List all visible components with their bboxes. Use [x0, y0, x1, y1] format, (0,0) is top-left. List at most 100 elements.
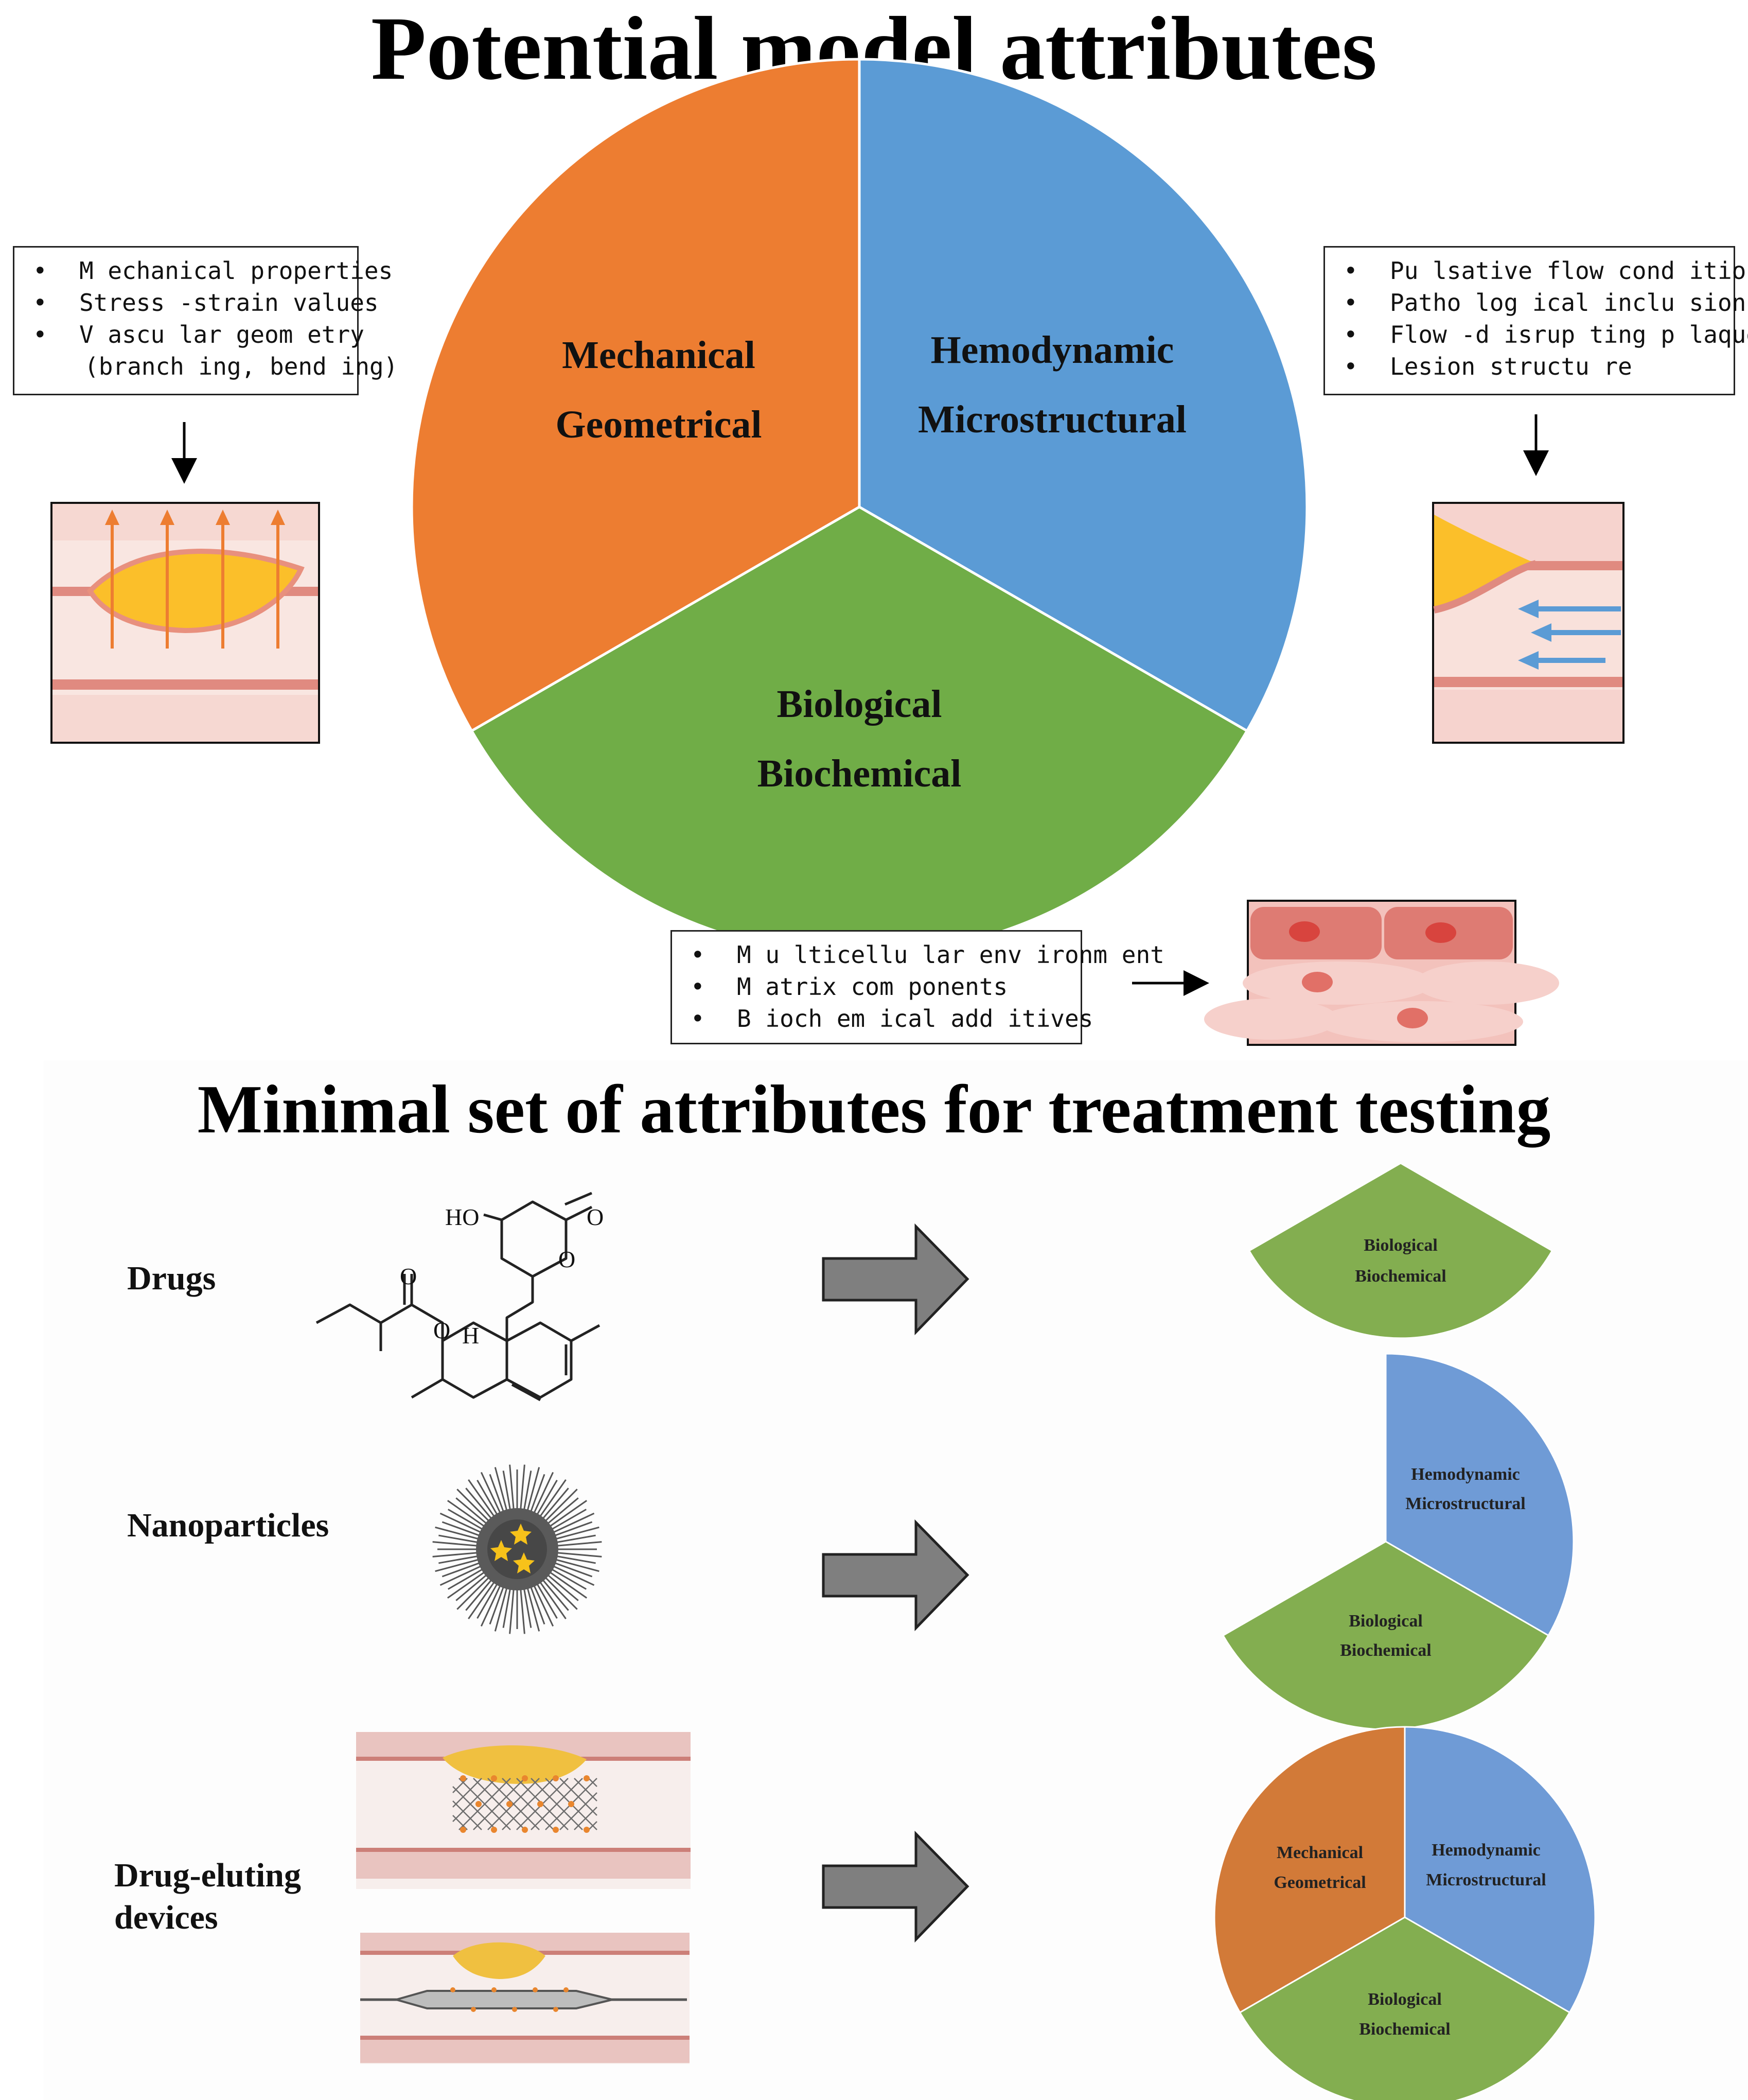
atom-o-ester: O: [433, 1317, 450, 1343]
nanoparticle-spike: [519, 1464, 525, 1514]
nanoparticle-spike: [502, 1584, 512, 1628]
nanoparticle-spike: [548, 1566, 587, 1590]
small-pie-nano-hemodynamic-label: Hemodynamic: [1411, 1465, 1520, 1484]
small-pie-drugs: Biological Biochemical: [1248, 1162, 1553, 1339]
small-pie-devices: Mechanical Geometrical Hemodynamic Micro…: [1213, 1726, 1596, 2100]
illustration-cells: [1204, 900, 1559, 1046]
drug-coating-dot: [553, 1827, 559, 1833]
bullet-stress-strain: Stress -strain values: [28, 287, 379, 319]
nanoparticle-spike: [537, 1479, 567, 1520]
nanoparticle-illustration: [432, 1464, 602, 1634]
nanoparticle-spike: [534, 1480, 558, 1519]
nanoparticle-spike: [546, 1500, 588, 1530]
bullet-lesion-structure: Lesion structu re: [1338, 351, 1720, 382]
bullet-pulsative-flow: Pu lsative flow cond itions: [1338, 255, 1748, 287]
arrow-devices: [822, 1830, 969, 1943]
small-pie-drugs-biological: [1248, 1162, 1553, 1339]
nanoparticle-spike: [435, 1526, 483, 1541]
drug-coating-dot: [553, 1775, 559, 1781]
small-pie-drugs-biochemical-label: Biochemical: [1355, 1267, 1446, 1286]
stent-illustration: [356, 1732, 691, 1889]
nanoparticle-spike: [553, 1551, 602, 1557]
pie-label-geometrical: Geometrical: [556, 403, 762, 446]
bullet-vascular-geometry-detail: (branch ing, bend ing): [84, 353, 398, 380]
balloon-catheter-illustration: [360, 1933, 690, 2064]
nanoparticle-spike: [494, 1584, 509, 1632]
nanoparticle-spike: [509, 1585, 515, 1634]
drug-coating-dot: [506, 1801, 513, 1807]
nanoparticle-spike: [552, 1557, 599, 1572]
pie-label-microstructural: Microstructural: [918, 398, 1187, 441]
drug-coating-dot: [584, 1775, 590, 1781]
nanoparticle-spike: [438, 1554, 482, 1564]
nanoparticle-spike: [542, 1489, 578, 1525]
pie-segment-hemodynamic: [858, 58, 1309, 733]
box-biological-attributes: M u lticellu lar env ironm ent M atrix c…: [670, 930, 1164, 1044]
nanoparticle-spike: [522, 1584, 532, 1628]
nanoparticle-spike: [432, 1551, 482, 1557]
drug-coating-dot: [460, 1775, 466, 1781]
small-pie-devices-hemodynamic: [1404, 1726, 1596, 2014]
bullet-mechanical-properties: M echanical properties: [28, 255, 393, 287]
small-pie-nano-biochemical-label: Biochemical: [1340, 1641, 1432, 1660]
arrow-drugs: [822, 1223, 969, 1336]
pie-label-hemodynamic: Hemodynamic: [931, 328, 1174, 372]
bullet-biochemical-additives: B ioch em ical add itives: [685, 1003, 1093, 1035]
nanoparticle-spike: [509, 1464, 515, 1514]
nanoparticle-spike: [432, 1541, 482, 1547]
drug-coating-dot: [475, 1801, 482, 1807]
drug-coating-dot: [491, 1827, 497, 1833]
drug-coating-dot: [537, 1801, 543, 1807]
nanoparticle-spike: [502, 1471, 512, 1514]
nanoparticle-spike: [442, 1561, 484, 1578]
bullet-vascular-geometry: V ascu lar geom etry: [28, 319, 364, 351]
small-pie-drugs-biological-label: Biological: [1364, 1236, 1438, 1255]
atom-ho: HO: [445, 1204, 479, 1230]
nanoparticle-spike: [552, 1534, 596, 1544]
small-pie-devices-mechanical: [1213, 1726, 1406, 2014]
nanoparticle-spike: [552, 1554, 596, 1564]
small-pie-nanoparticles-hemodynamic: [1385, 1353, 1575, 1637]
nanoparticle-spike: [522, 1471, 532, 1514]
nanoparticle-spike: [447, 1569, 488, 1599]
bullet-multicellular: M u lticellu lar env ironm ent: [685, 939, 1164, 971]
small-pie-dev-microstructural-label: Microstructural: [1426, 1870, 1546, 1889]
atom-o-ester-carbonyl: O: [400, 1263, 417, 1289]
nanoparticle-spike: [542, 1574, 578, 1610]
nanoparticle-spike: [448, 1509, 487, 1532]
nanoparticle-spike: [528, 1583, 545, 1625]
top-diagram: Mechanical Geometrical Hemodynamic Micro…: [50, 58, 1625, 1046]
nanoparticle-spike: [528, 1474, 545, 1516]
atom-h: H: [462, 1322, 479, 1349]
nanoparticle-spike: [532, 1581, 554, 1627]
nanoparticle-spike: [438, 1534, 482, 1544]
pie-segment-mechanical: [410, 58, 861, 733]
bullet-flow-disrupting-plaque: Flow -d isrup ting p laque: [1338, 319, 1748, 351]
nanoparticle-spike: [532, 1472, 554, 1517]
nanoparticle-spike: [525, 1467, 540, 1515]
drug-coating-dot: [460, 1827, 466, 1833]
nanoparticle-spike: [551, 1561, 593, 1578]
nanoparticle-spike: [448, 1566, 487, 1590]
row-label-drugs: Drugs: [127, 1259, 216, 1297]
nanoparticle-spike: [544, 1571, 579, 1601]
nanoparticle-spike: [468, 1479, 498, 1520]
small-pie-devices-biological: [1239, 1916, 1571, 2100]
nanoparticle-spike: [539, 1487, 569, 1522]
drug-molecule-structure: [315, 1192, 601, 1402]
pie-label-mechanical: Mechanical: [562, 334, 755, 377]
pie-label-biochemical: Biochemical: [757, 752, 962, 795]
nanoparticle-spike: [476, 1480, 500, 1519]
box-mechanical-attributes: M echanical properties Stress -strain va…: [13, 246, 398, 395]
nanoparticle-spike: [480, 1581, 503, 1627]
drug-coating-dot: [584, 1827, 590, 1833]
nanoparticle-spike: [489, 1474, 506, 1516]
nanoparticle-spike: [552, 1526, 599, 1541]
nanoparticle-spike: [447, 1500, 488, 1530]
nanoparticle-spike: [455, 1571, 490, 1601]
atom-o-carbonyl: O: [587, 1204, 604, 1230]
illustration-hemodynamic-flow: [1432, 502, 1625, 744]
nanoparticle-spike: [468, 1578, 498, 1620]
drug-coating-dot: [522, 1775, 528, 1781]
